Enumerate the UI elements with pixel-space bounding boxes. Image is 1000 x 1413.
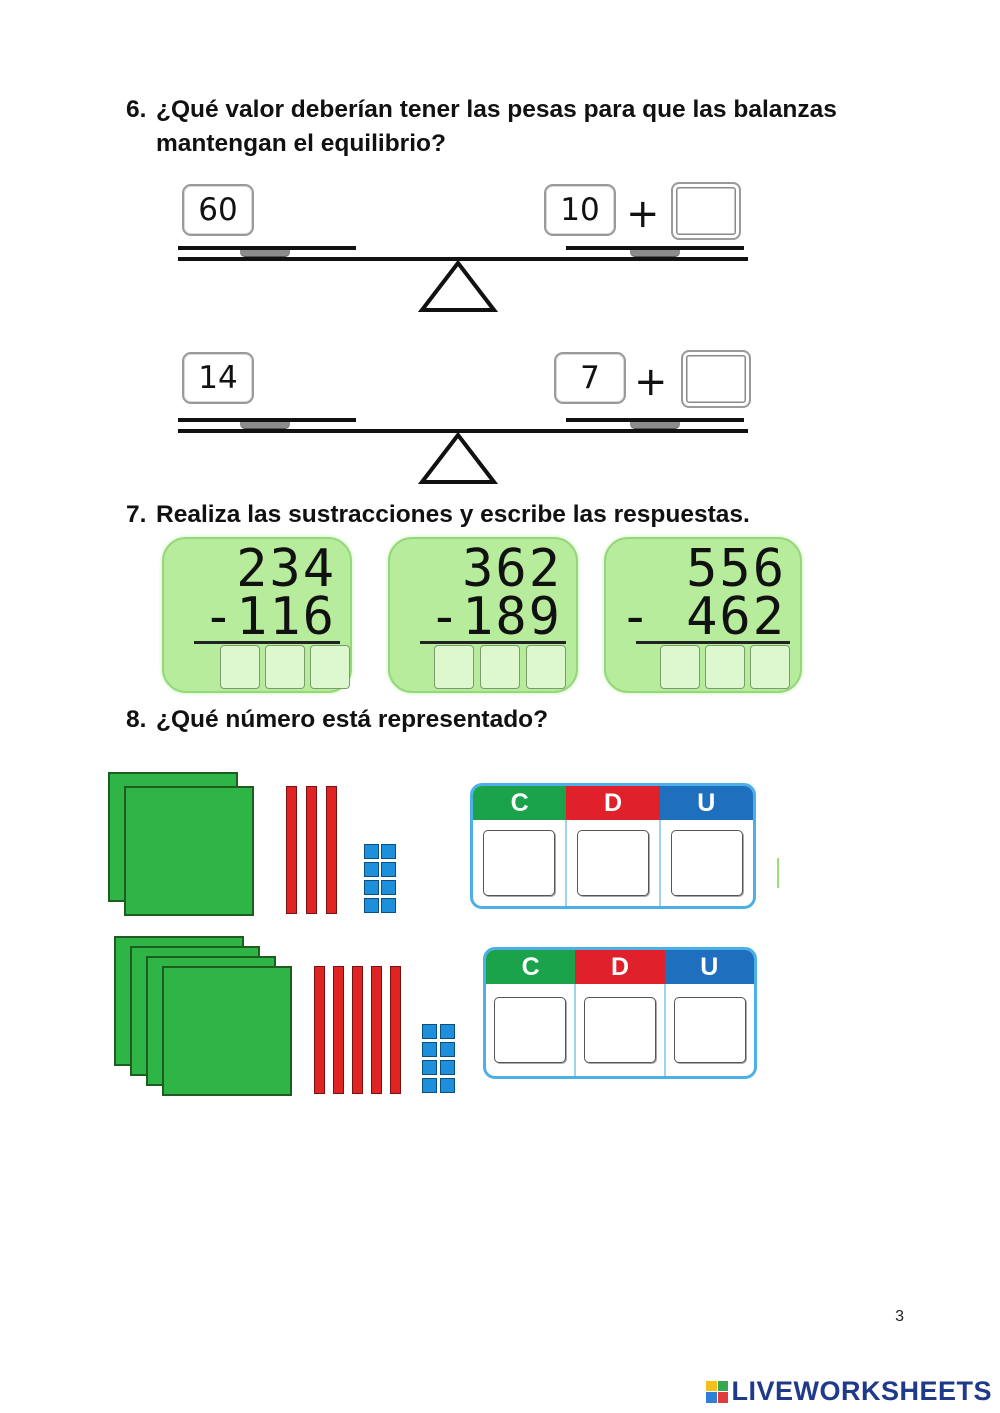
- left-weight: 14: [182, 352, 254, 404]
- question-text: ¿Qué número está representado?: [156, 706, 549, 733]
- column-header-u: U: [664, 950, 754, 984]
- units-answer-box[interactable]: [310, 645, 350, 689]
- page-number: 3: [895, 1308, 904, 1325]
- unit-cube: [422, 1060, 437, 1075]
- balance-scale-2: 14 7 +: [170, 348, 760, 498]
- plus-sign: +: [634, 359, 668, 405]
- question-text: Realiza las sustracciones y escribe las …: [156, 501, 750, 528]
- left-weight: 60: [182, 184, 254, 236]
- question-6: 6. ¿Qué valor deberían tener las pesas pa…: [126, 93, 837, 161]
- units-input-box[interactable]: [674, 997, 746, 1063]
- fulcrum-triangle: [418, 260, 498, 312]
- result-line: [636, 641, 790, 644]
- right-pan-base: [630, 250, 680, 257]
- question-text-line2: mantengan el equilibrio?: [156, 130, 446, 157]
- tens-answer-box[interactable]: [265, 645, 305, 689]
- unit-cube: [440, 1078, 455, 1093]
- hundreds-answer-box[interactable]: [220, 645, 260, 689]
- question-8: 8. ¿Qué número está representado?: [126, 703, 548, 737]
- unit-cube: [381, 844, 396, 859]
- minuend: 556: [686, 539, 786, 599]
- ten-rod: [306, 786, 317, 914]
- hundred-flat: [162, 966, 292, 1096]
- unit-cube: [440, 1024, 455, 1039]
- unit-cube: [364, 844, 379, 859]
- place-value-table-2: C D U: [483, 947, 757, 1079]
- divider-mark: [777, 858, 779, 888]
- question-number: 8.: [126, 706, 147, 733]
- result-line: [194, 641, 340, 644]
- column-header-d: D: [575, 950, 665, 984]
- column-header-d: D: [566, 786, 660, 820]
- unit-cube: [381, 880, 396, 895]
- unit-cube: [364, 880, 379, 895]
- brand-logo: LIVEWORKSHEETS: [706, 1376, 992, 1407]
- unit-cube: [422, 1078, 437, 1093]
- hundred-flat: [124, 786, 254, 916]
- minuend: 362: [462, 539, 562, 599]
- ten-rod: [352, 966, 363, 1094]
- left-pan: [178, 246, 356, 250]
- column-header-u: U: [659, 786, 753, 820]
- ten-rod: [314, 966, 325, 1094]
- place-value-table-1: C D U: [470, 783, 756, 909]
- plus-sign: +: [626, 191, 660, 237]
- left-pan: [178, 418, 356, 422]
- brand-name: LIVEWORKSHEETS: [731, 1376, 992, 1406]
- ten-rod: [390, 966, 401, 1094]
- right-pan-base: [630, 422, 680, 429]
- column-header-c: C: [486, 950, 576, 984]
- liveworksheets-logo-icon: [706, 1380, 729, 1403]
- unit-cube: [440, 1060, 455, 1075]
- ten-rod: [286, 786, 297, 914]
- tens-input-box[interactable]: [577, 830, 649, 896]
- hundreds-input-box[interactable]: [494, 997, 566, 1063]
- unit-cube: [364, 898, 379, 913]
- fulcrum-triangle: [418, 432, 498, 484]
- beam: [178, 257, 748, 261]
- left-pan-base: [240, 422, 290, 429]
- units-input-box[interactable]: [671, 830, 743, 896]
- balance-scale-1: 60 10 +: [170, 180, 760, 330]
- subtrahend: - 462: [619, 587, 786, 647]
- unit-cube: [422, 1024, 437, 1039]
- ten-rod: [333, 966, 344, 1094]
- subtraction-card-2: 362 -189: [388, 537, 578, 693]
- hundreds-answer-box[interactable]: [434, 645, 474, 689]
- weight-answer-box[interactable]: [671, 182, 741, 240]
- ten-rod: [371, 966, 382, 1094]
- hundreds-answer-box[interactable]: [660, 645, 700, 689]
- question-text: ¿Qué valor deberían tener las pesas para…: [156, 96, 837, 123]
- right-pan: [566, 418, 744, 422]
- right-weight: 10: [544, 184, 616, 236]
- result-line: [420, 641, 566, 644]
- unit-cube: [422, 1042, 437, 1057]
- unit-cube: [381, 862, 396, 877]
- unit-cube: [381, 898, 396, 913]
- hundreds-input-box[interactable]: [483, 830, 555, 896]
- subtraction-card-3: 556 - 462: [604, 537, 802, 693]
- tens-answer-box[interactable]: [705, 645, 745, 689]
- units-answer-box[interactable]: [750, 645, 790, 689]
- question-7: 7. Realiza las sustracciones y escribe la…: [126, 498, 750, 532]
- units-answer-box[interactable]: [526, 645, 566, 689]
- minuend: 234: [236, 539, 336, 599]
- subtrahend: -189: [428, 587, 562, 647]
- left-pan-base: [240, 250, 290, 257]
- unit-cube: [440, 1042, 455, 1057]
- weight-answer-box[interactable]: [681, 350, 751, 408]
- right-weight: 7: [554, 352, 626, 404]
- beam: [178, 429, 748, 433]
- unit-cube: [364, 862, 379, 877]
- ten-rod: [326, 786, 337, 914]
- right-pan: [566, 246, 744, 250]
- subtrahend: -116: [202, 587, 336, 647]
- tens-input-box[interactable]: [584, 997, 656, 1063]
- column-header-c: C: [473, 786, 567, 820]
- tens-answer-box[interactable]: [480, 645, 520, 689]
- subtraction-card-1: 234 -116: [162, 537, 352, 693]
- question-number: 6.: [126, 96, 147, 123]
- question-number: 7.: [126, 501, 147, 528]
